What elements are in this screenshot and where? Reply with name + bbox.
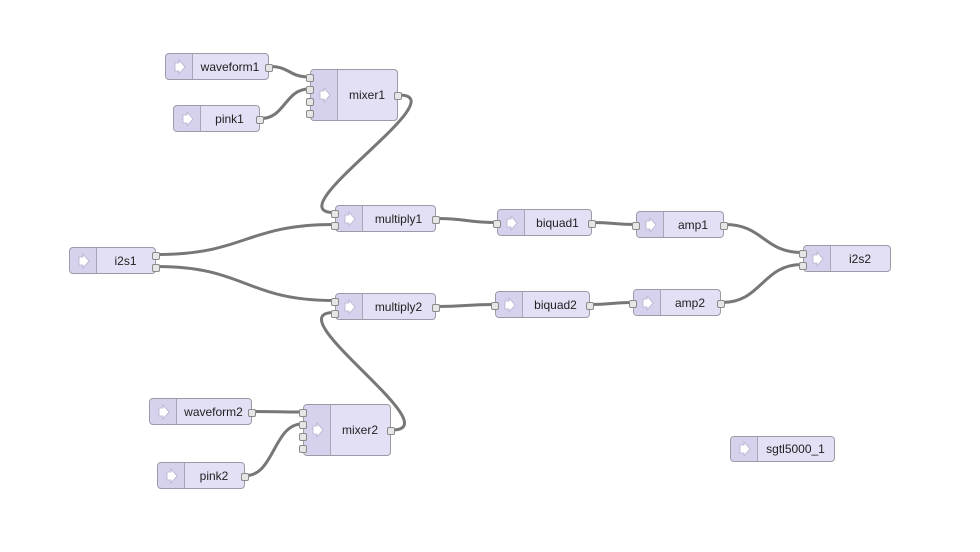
output-port[interactable] [588, 219, 596, 228]
audio-arrow-icon [304, 405, 331, 455]
node-label: multiply2 [374, 299, 423, 314]
audio-arrow-icon [166, 54, 193, 79]
node-pink1[interactable]: pink1 [173, 105, 264, 132]
input-port[interactable] [306, 86, 314, 94]
input-port[interactable] [629, 299, 637, 308]
node-biquad2[interactable]: biquad2 [491, 291, 594, 318]
wire-i2s1-multiply1[interactable] [156, 223, 335, 256]
input-port[interactable] [799, 249, 807, 258]
node-label: i2s2 [848, 251, 871, 266]
wire-multiply1-biquad1[interactable] [436, 217, 497, 224]
node-waveform1[interactable]: waveform1 [165, 53, 273, 80]
wire-amp1-i2s2[interactable] [724, 223, 803, 254]
node-multiply1[interactable]: multiply1 [331, 205, 440, 232]
node-label: biquad1 [536, 215, 579, 230]
input-port[interactable] [306, 110, 314, 118]
input-port[interactable] [306, 98, 314, 106]
audio-arrow-icon [311, 70, 338, 120]
wire-biquad2-amp2[interactable] [590, 301, 633, 306]
audio-arrow-icon [637, 212, 664, 237]
node-label: amp2 [674, 295, 706, 310]
output-port[interactable] [720, 221, 728, 230]
node-sgtl5000_1[interactable]: sgtl5000_1 [730, 436, 835, 462]
output-port[interactable] [256, 115, 264, 124]
input-port[interactable] [491, 301, 499, 310]
node-i2s2[interactable]: i2s2 [799, 245, 891, 272]
input-port[interactable] [632, 221, 640, 230]
audio-arrow-icon [496, 292, 523, 317]
node-pink2[interactable]: pink2 [157, 462, 249, 489]
node-label: i2s1 [114, 253, 137, 268]
output-port[interactable] [717, 299, 725, 308]
output-port[interactable] [152, 251, 160, 260]
output-port[interactable] [152, 263, 160, 272]
output-port[interactable] [586, 301, 594, 310]
wire-biquad1-amp1[interactable] [592, 221, 636, 226]
input-port[interactable] [299, 421, 307, 429]
node-mixer2[interactable]: mixer2 [299, 404, 395, 456]
node-label: amp1 [677, 217, 709, 232]
input-port[interactable] [306, 74, 314, 82]
node-label: waveform2 [184, 404, 243, 419]
node-label: mixer1 [348, 88, 385, 102]
output-port[interactable] [265, 63, 273, 72]
input-port[interactable] [331, 209, 339, 218]
audio-arrow-icon [498, 210, 525, 235]
node-waveform2[interactable]: waveform2 [149, 398, 256, 425]
wire-multiply2-biquad2[interactable] [436, 303, 495, 308]
node-label: biquad2 [534, 297, 577, 312]
output-port[interactable] [394, 92, 402, 100]
output-port[interactable] [387, 427, 395, 435]
node-amp1[interactable]: amp1 [632, 211, 728, 238]
input-port[interactable] [331, 221, 339, 230]
node-label: waveform1 [200, 59, 260, 74]
input-port[interactable] [799, 261, 807, 270]
node-label: mixer2 [341, 423, 378, 437]
audio-arrow-icon [70, 248, 97, 273]
output-port[interactable] [248, 408, 256, 417]
input-port[interactable] [299, 433, 307, 441]
node-label: pink2 [199, 468, 229, 483]
audio-arrow-icon [731, 437, 758, 461]
audio-arrow-icon [634, 290, 661, 315]
audio-arrow-icon [150, 399, 177, 424]
node-mixer1[interactable]: mixer1 [306, 69, 402, 121]
node-i2s1[interactable]: i2s1 [69, 247, 160, 274]
input-port[interactable] [299, 409, 307, 417]
audio-arrow-icon [804, 246, 831, 271]
input-port[interactable] [299, 445, 307, 453]
wire-i2s1-multiply2[interactable] [156, 265, 335, 302]
wire-amp2-i2s2[interactable] [721, 263, 803, 304]
audio-arrow-icon [336, 294, 363, 319]
output-port[interactable] [432, 215, 440, 224]
wire-pink1-mixer1[interactable] [260, 87, 310, 120]
audio-arrow-icon [174, 106, 201, 131]
audio-arrow-icon [336, 206, 363, 231]
input-port[interactable] [493, 219, 501, 228]
output-port[interactable] [241, 472, 249, 481]
wire-waveform1-mixer1[interactable] [269, 65, 310, 79]
node-biquad1[interactable]: biquad1 [493, 209, 596, 236]
input-port[interactable] [331, 297, 339, 306]
node-label: multiply1 [374, 211, 423, 226]
wire-pink2-mixer2[interactable] [245, 422, 303, 477]
wire-waveform2-mixer2[interactable] [252, 410, 303, 414]
audio-arrow-icon [158, 463, 185, 488]
node-multiply2[interactable]: multiply2 [331, 293, 440, 320]
node-label: pink1 [215, 111, 244, 126]
node-label: sgtl5000_1 [766, 442, 825, 456]
node-amp2[interactable]: amp2 [629, 289, 725, 316]
output-port[interactable] [432, 303, 440, 312]
input-port[interactable] [331, 309, 339, 318]
